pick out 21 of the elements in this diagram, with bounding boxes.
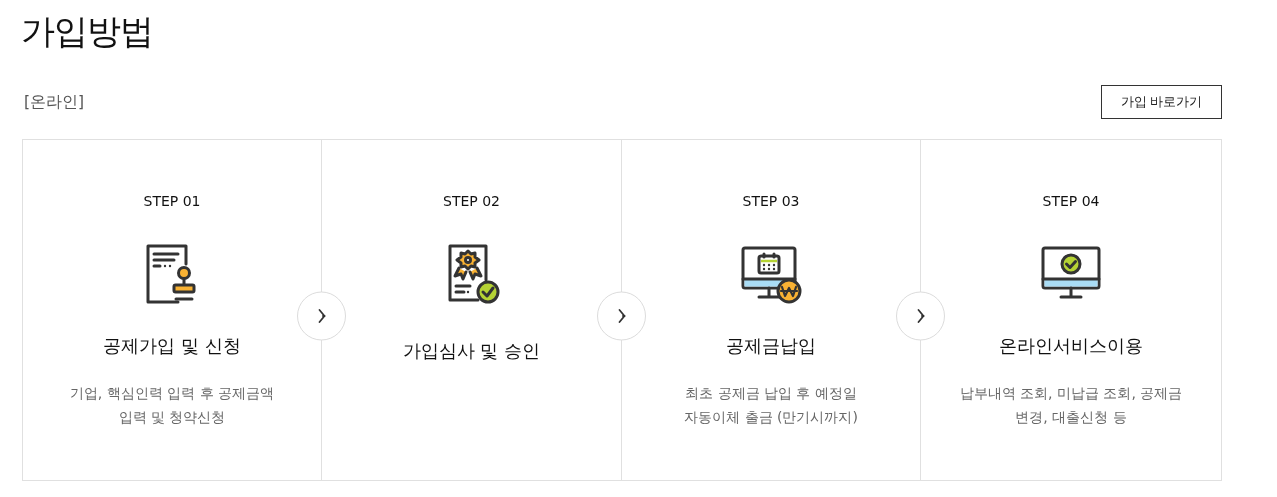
section-label: [온라인] (24, 92, 85, 113)
step-number: STEP 01 (143, 192, 201, 211)
page-title: 가입방법 (21, 10, 153, 53)
step-title: 온라인서비스이용 (999, 335, 1143, 358)
step-number: STEP 02 (443, 192, 500, 211)
join-shortcut-button: 가입 바로가기 (1101, 85, 1222, 119)
next-step-arrow (896, 291, 945, 341)
next-step-arrow (297, 291, 346, 341)
step-panel (321, 139, 622, 481)
step-panel (621, 139, 921, 481)
step-title: 공제가입 및 신청 (103, 335, 241, 358)
step-panel (920, 139, 1222, 481)
step-title: 공제금납입 (726, 335, 816, 358)
step-description: 기업, 핵심인력 입력 후 공제금액 입력 및 청약신청 (68, 384, 276, 427)
step-panel (22, 139, 322, 481)
step-description: 최초 공제금 납입 후 예정일 자동이체 출금 (만기시까지) (683, 384, 859, 427)
step-number: STEP 04 (1042, 192, 1100, 211)
step-number: STEP 03 (742, 192, 800, 211)
next-step-arrow (597, 291, 646, 341)
step-title: 가입심사 및 승인 (402, 340, 541, 363)
step-description: 납부내역 조회, 미납급 조회, 공제금 변경, 대출신청 등 (958, 384, 1184, 427)
